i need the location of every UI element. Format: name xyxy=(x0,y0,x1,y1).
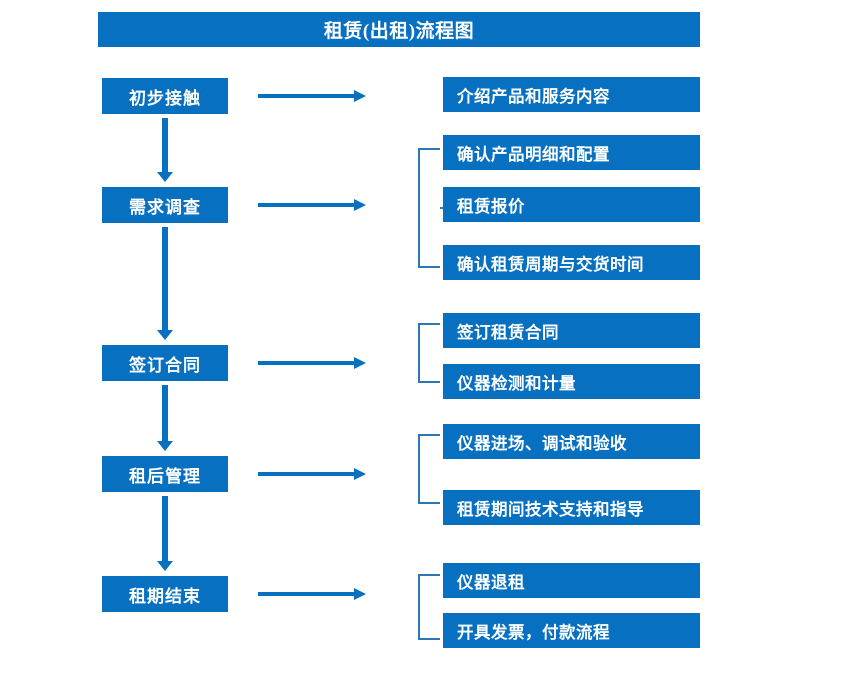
vertical-arrow-icon-1 xyxy=(157,118,173,182)
detail-node-label: 仪器检测和计量 xyxy=(457,373,576,393)
detail-node-label: 介绍产品和服务内容 xyxy=(457,86,610,106)
group-bracket-sign-contract xyxy=(418,323,440,383)
stage-node-label: 签订合同 xyxy=(129,355,201,375)
stage-node-label: 租后管理 xyxy=(129,466,201,486)
vertical-arrow-icon-4 xyxy=(157,496,173,571)
detail-node-technical-support[interactable]: 租赁期间技术支持和指导 xyxy=(443,490,700,525)
stage-node-sign-contract[interactable]: 签订合同 xyxy=(102,345,228,381)
detail-node-label: 租赁报价 xyxy=(457,196,525,216)
group-bracket-needs-survey xyxy=(418,148,464,268)
group-bracket-post-lease-management xyxy=(418,434,440,504)
detail-node-invoice-payment[interactable]: 开具发票，付款流程 xyxy=(443,613,700,648)
detail-node-label: 开具发票，付款流程 xyxy=(457,622,610,642)
stage-node-label: 初步接触 xyxy=(129,88,201,108)
detail-node-label: 租赁期间技术支持和指导 xyxy=(457,499,644,519)
detail-node-confirm-lease-period[interactable]: 确认租赁周期与交货时间 xyxy=(443,245,700,280)
detail-node-label: 确认租赁周期与交货时间 xyxy=(457,254,644,274)
detail-node-instrument-return[interactable]: 仪器退租 xyxy=(443,563,700,598)
stage-node-label: 租期结束 xyxy=(129,586,201,606)
vertical-arrow-icon-3 xyxy=(157,385,173,451)
detail-node-instrument-entry-debug-acceptance[interactable]: 仪器进场、调试和验收 xyxy=(443,424,700,459)
vertical-arrow-icon-2 xyxy=(157,227,173,340)
detail-node-label: 确认产品明细和配置 xyxy=(457,144,610,164)
stage-node-post-lease-management[interactable]: 租后管理 xyxy=(102,456,228,492)
horizontal-arrow-icon-5 xyxy=(258,588,366,600)
group-bracket-lease-end xyxy=(418,574,440,640)
detail-node-introduce-products[interactable]: 介绍产品和服务内容 xyxy=(443,77,700,112)
detail-node-instrument-inspection[interactable]: 仪器检测和计量 xyxy=(443,364,700,399)
stage-node-needs-survey[interactable]: 需求调查 xyxy=(102,187,228,223)
detail-node-label: 签订租赁合同 xyxy=(457,322,559,342)
page-title: 租赁(出租)流程图 xyxy=(98,12,700,47)
stage-node-label: 需求调查 xyxy=(129,197,201,217)
detail-node-confirm-product-details[interactable]: 确认产品明细和配置 xyxy=(443,135,700,170)
detail-node-sign-lease-contract[interactable]: 签订租赁合同 xyxy=(443,313,700,348)
horizontal-arrow-icon-1 xyxy=(258,90,366,102)
detail-node-label: 仪器退租 xyxy=(457,572,525,592)
horizontal-arrow-icon-3 xyxy=(258,357,366,369)
horizontal-arrow-icon-2 xyxy=(258,199,366,211)
detail-node-lease-quotation[interactable]: 租赁报价 xyxy=(443,187,700,222)
stage-node-initial-contact[interactable]: 初步接触 xyxy=(102,78,228,114)
stage-node-lease-end[interactable]: 租期结束 xyxy=(102,576,228,612)
horizontal-arrow-icon-4 xyxy=(258,468,366,480)
detail-node-label: 仪器进场、调试和验收 xyxy=(457,433,627,453)
